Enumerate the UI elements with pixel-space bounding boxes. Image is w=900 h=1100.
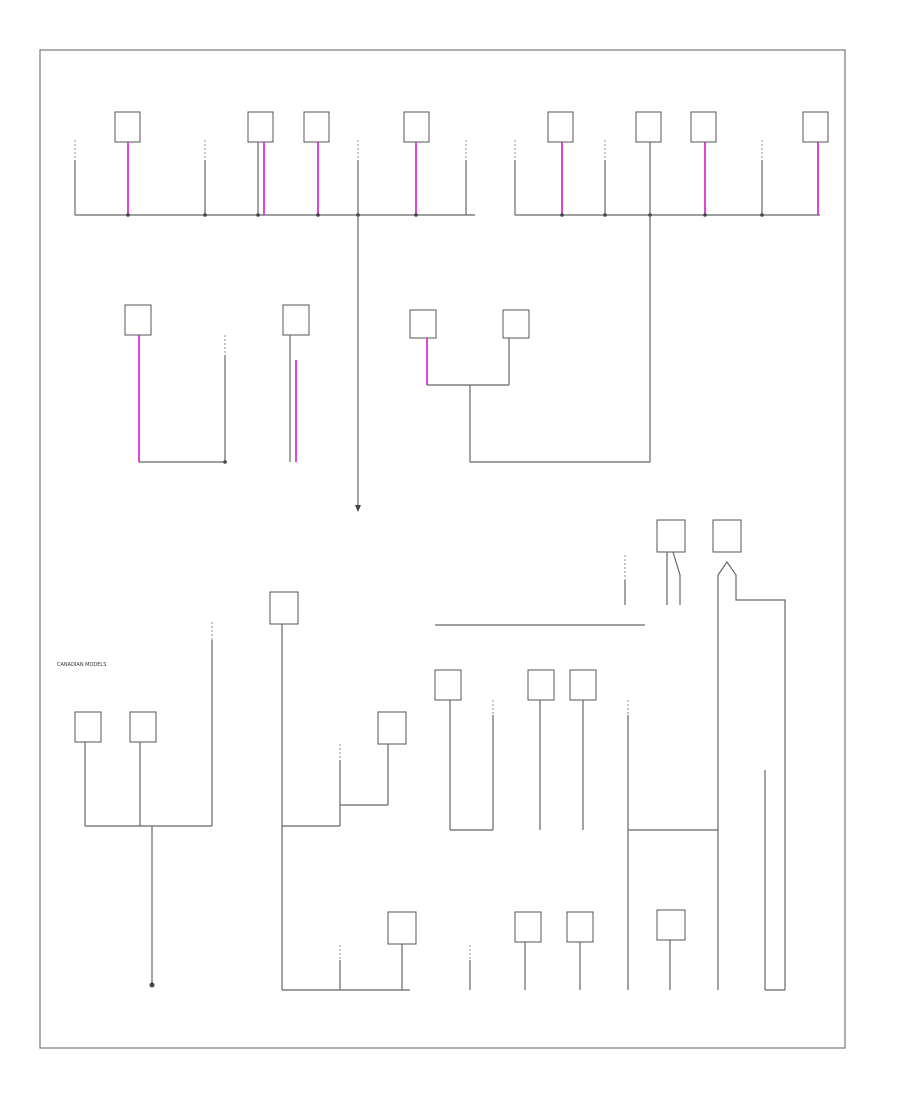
- component-12: [635, 111, 662, 217]
- component-7: [403, 111, 430, 217]
- component-15: [802, 111, 829, 215]
- component-2: [114, 111, 141, 217]
- component-5: [303, 111, 330, 217]
- diagram-border: [39, 49, 846, 1049]
- component-4: [247, 111, 274, 217]
- lower-right-group: [434, 519, 786, 991]
- section-label: CANADIAN MODELS: [57, 662, 106, 668]
- upper-middle-group: [124, 304, 650, 464]
- component-13: [690, 111, 717, 217]
- component-14: [760, 140, 764, 217]
- top-component-row: [74, 111, 829, 512]
- component-10: [547, 111, 574, 217]
- component-3: [203, 140, 207, 217]
- component-6: [356, 140, 360, 217]
- component-11: [603, 140, 607, 217]
- lower-left-group: CANADIAN MODELS: [57, 591, 594, 991]
